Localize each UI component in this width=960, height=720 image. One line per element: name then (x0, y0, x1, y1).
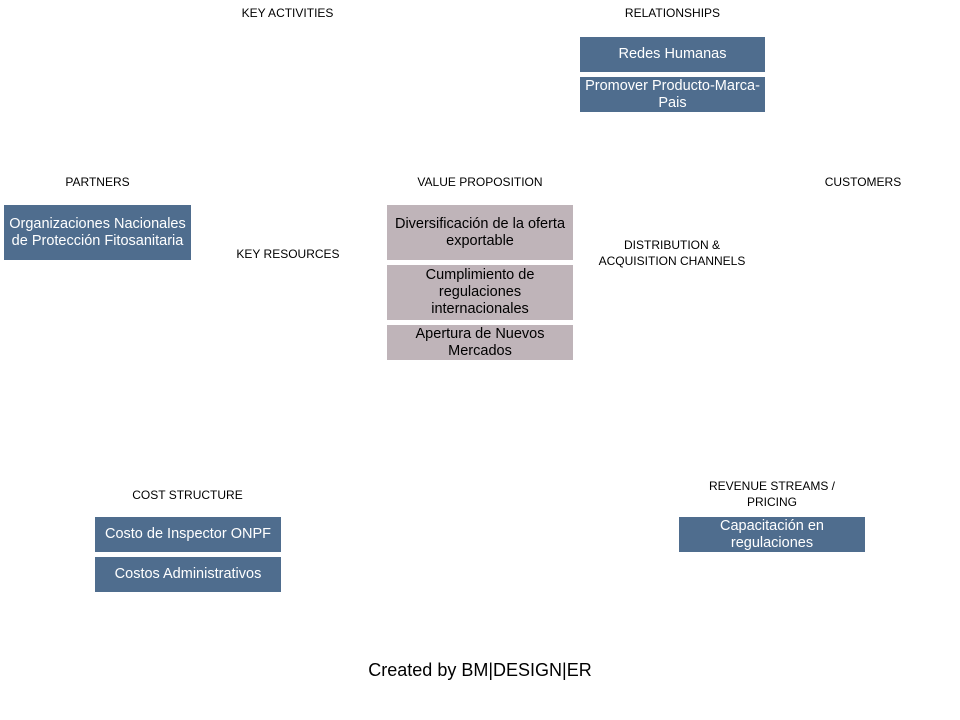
relationships-item-redes-humanas: Redes Humanas (580, 37, 765, 72)
revenue-item-capacitacion: Capacitación en regulaciones (679, 517, 865, 552)
value-item-cumplimiento: Cumplimiento de regulaciones internacion… (387, 265, 573, 320)
revenue-label-line-1: REVENUE STREAMS / (708, 479, 836, 493)
value-item-diversificacion: Diversificación de la oferta exportable (387, 205, 573, 260)
distribution-channels-label: DISTRIBUTION & ACQUISITION CHANNELS (582, 237, 762, 269)
revenue-streams-label: REVENUE STREAMS / PRICING (682, 478, 862, 510)
key-resources-label: KEY RESOURCES (236, 247, 340, 261)
customers-label: CUSTOMERS (824, 175, 902, 189)
distribution-label-line-2: ACQUISITION CHANNELS (598, 254, 746, 268)
footer-credit: Created by BM|DESIGN|ER (368, 660, 592, 680)
partners-item-organizaciones: Organizaciones Nacionales de Protección … (4, 205, 191, 260)
cost-item-administrativos: Costos Administrativos (95, 557, 281, 592)
value-proposition-label: VALUE PROPOSITION (417, 175, 543, 189)
key-activities-label: KEY ACTIVITIES (241, 6, 334, 20)
cost-item-inspector: Costo de Inspector ONPF (95, 517, 281, 552)
relationships-item-promover-producto: Promover Producto-Marca-Pais (580, 77, 765, 112)
value-item-apertura: Apertura de Nuevos Mercados (387, 325, 573, 360)
cost-structure-label: COST STRUCTURE (132, 488, 243, 502)
revenue-label-line-2: PRICING (746, 495, 797, 509)
partners-label: PARTNERS (65, 175, 130, 189)
relationships-label: RELATIONSHIPS (624, 6, 721, 20)
distribution-label-line-1: DISTRIBUTION & (623, 238, 720, 252)
